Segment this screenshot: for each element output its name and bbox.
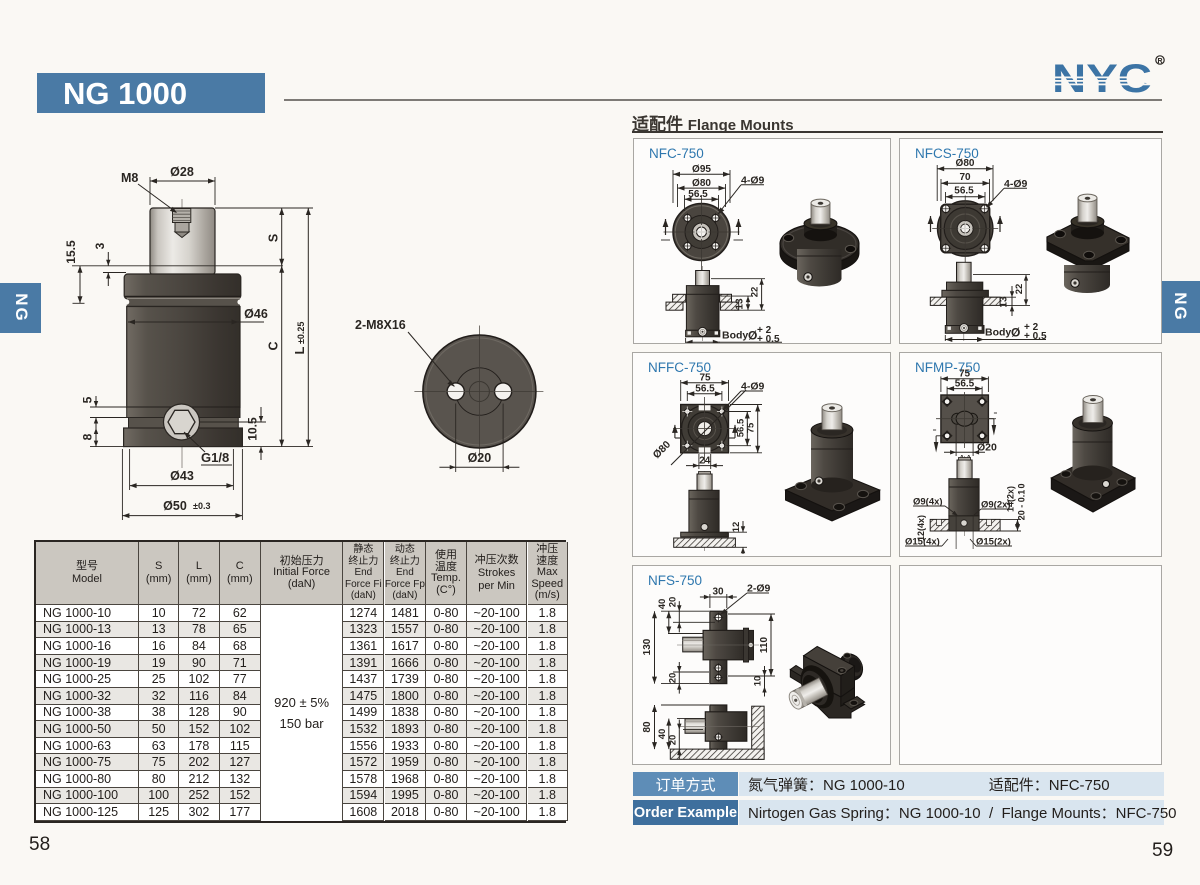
- svg-text:75: 75: [699, 372, 711, 383]
- svg-text:20: 20: [668, 597, 679, 608]
- svg-text:4-Ø9: 4-Ø9: [741, 380, 765, 392]
- svg-text:30: 30: [712, 587, 724, 598]
- svg-text:10.5: 10.5: [246, 417, 260, 441]
- svg-text:110: 110: [759, 637, 770, 654]
- svg-text:+ 0.5: + 0.5: [1024, 331, 1047, 342]
- svg-text:56.5: 56.5: [688, 189, 708, 200]
- svg-text:Ø46: Ø46: [244, 307, 268, 321]
- svg-text:40: 40: [657, 729, 668, 740]
- svg-text:L ±0.25: L ±0.25: [292, 322, 307, 355]
- svg-text:12(4x): 12(4x): [916, 515, 926, 541]
- svg-text:Ø9(2x): Ø9(2x): [981, 499, 1011, 510]
- svg-text:M8: M8: [121, 171, 138, 185]
- svg-text:±0.3: ±0.3: [193, 501, 210, 511]
- svg-text:Ø20: Ø20: [468, 451, 492, 465]
- svg-text:130: 130: [642, 639, 653, 656]
- svg-text:70: 70: [959, 172, 971, 183]
- svg-text:20: 20: [668, 735, 679, 746]
- svg-text:13: 13: [735, 298, 746, 310]
- svg-text:Ø50: Ø50: [163, 499, 187, 513]
- svg-text:13: 13: [999, 296, 1010, 308]
- svg-text:Ø80: Ø80: [956, 158, 975, 169]
- svg-text:NFFC-750: NFFC-750: [648, 360, 711, 375]
- svg-text:Ø28: Ø28: [170, 165, 194, 179]
- svg-text:10: 10: [753, 676, 764, 687]
- svg-text:56.5: 56.5: [955, 378, 975, 389]
- svg-text:0: 0: [1017, 483, 1027, 488]
- svg-text:Body: Body: [985, 327, 1011, 339]
- svg-text:+ 2: + 2: [757, 325, 772, 336]
- svg-text:56.5: 56.5: [735, 418, 746, 437]
- svg-text:Ø95: Ø95: [692, 164, 711, 175]
- svg-text:80: 80: [642, 721, 653, 733]
- svg-text:NFCS-750: NFCS-750: [915, 146, 979, 161]
- svg-text:Ø: Ø: [1011, 326, 1020, 340]
- svg-text:Ø80: Ø80: [692, 178, 711, 189]
- svg-text:22: 22: [1014, 284, 1025, 295]
- svg-text:+ 2: + 2: [1024, 322, 1039, 333]
- svg-text:NYC: NYC: [1052, 57, 1152, 100]
- svg-text:40: 40: [657, 599, 668, 610]
- svg-text:NFMP-750: NFMP-750: [915, 360, 980, 375]
- svg-text:S: S: [267, 234, 281, 242]
- svg-text:12: 12: [731, 521, 742, 532]
- svg-text:4-Ø9: 4-Ø9: [741, 175, 765, 187]
- svg-text:Ø9(4x): Ø9(4x): [913, 496, 943, 507]
- svg-text:R: R: [1157, 58, 1162, 65]
- svg-text:+ 0.5: + 0.5: [757, 334, 780, 343]
- svg-text:8: 8: [81, 433, 95, 440]
- svg-text:15.5: 15.5: [64, 240, 78, 264]
- svg-text:14(2x): 14(2x): [1006, 486, 1016, 512]
- svg-text:Ø: Ø: [748, 329, 757, 343]
- svg-text:G1/8: G1/8: [201, 450, 229, 465]
- svg-text:3: 3: [93, 242, 107, 249]
- svg-text:NFC-750: NFC-750: [649, 146, 704, 161]
- svg-text:24: 24: [699, 455, 711, 466]
- svg-text:Body: Body: [722, 330, 748, 342]
- svg-text:20 - 0.1: 20 - 0.1: [1017, 489, 1027, 520]
- svg-text:5: 5: [81, 396, 95, 403]
- svg-text:75: 75: [746, 422, 757, 433]
- svg-text:20: 20: [668, 673, 679, 684]
- svg-text:Ø15(4x): Ø15(4x): [905, 536, 940, 547]
- svg-text:C: C: [267, 341, 281, 350]
- svg-text:2-Ø9: 2-Ø9: [747, 583, 771, 595]
- svg-text:2-M8X16: 2-M8X16: [355, 318, 406, 332]
- svg-text:NFS-750: NFS-750: [648, 573, 702, 588]
- svg-text:Ø80: Ø80: [651, 438, 674, 461]
- svg-text:Ø15(2x): Ø15(2x): [976, 536, 1011, 547]
- svg-text:Ø43: Ø43: [170, 469, 194, 483]
- svg-text:22: 22: [750, 287, 761, 298]
- svg-text:75: 75: [959, 368, 971, 379]
- svg-text:Ø20: Ø20: [977, 441, 997, 453]
- svg-text:56.5: 56.5: [695, 383, 715, 394]
- svg-text:56.5: 56.5: [954, 186, 974, 197]
- svg-text:4-Ø9: 4-Ø9: [1004, 178, 1028, 190]
